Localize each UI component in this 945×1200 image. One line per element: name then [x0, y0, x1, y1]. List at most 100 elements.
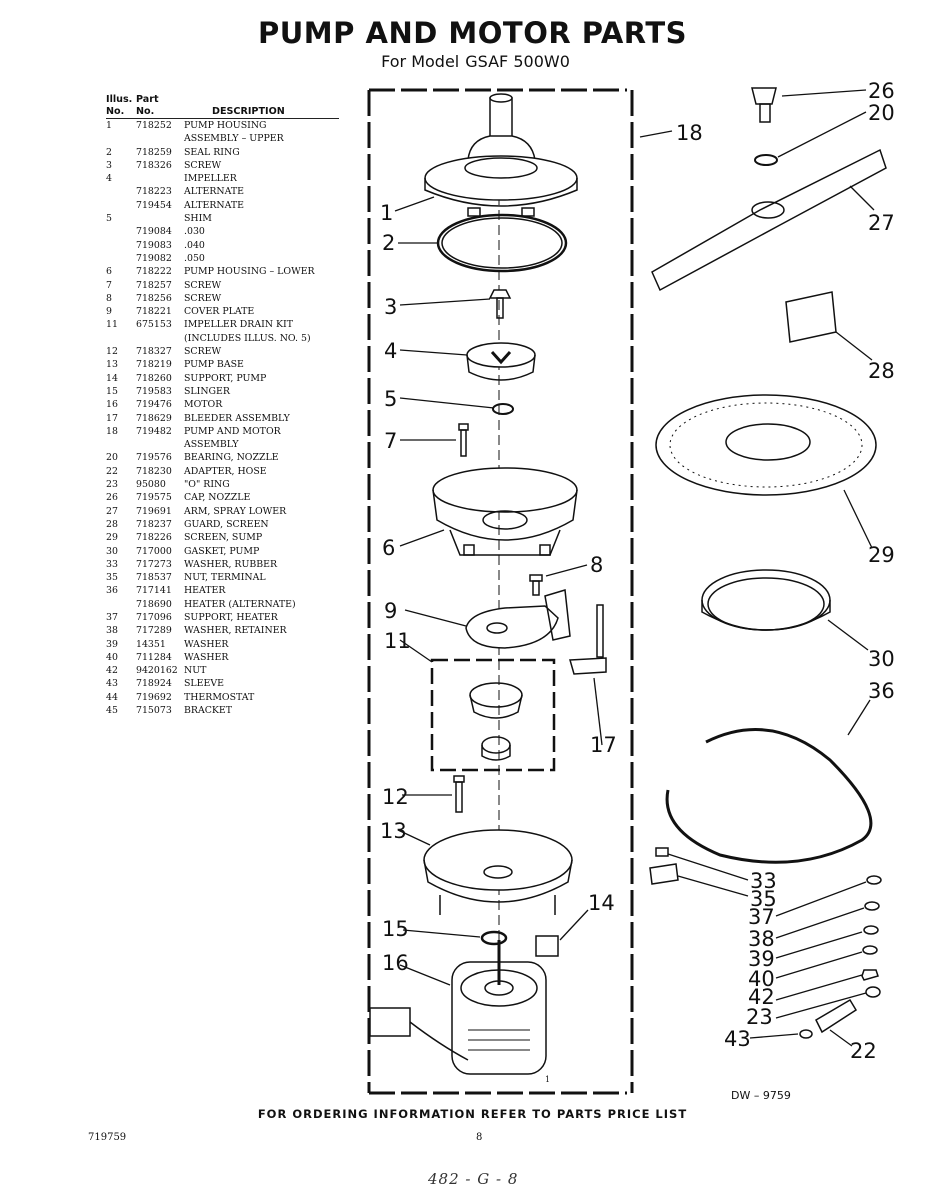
- callout-38: 38: [748, 927, 775, 951]
- part-number: 719576: [136, 452, 172, 464]
- col-description-header: DESCRIPTION: [184, 106, 339, 119]
- part-description: BRACKET: [184, 705, 232, 717]
- part-description: PUMP BASE: [184, 359, 244, 371]
- table-row: 718690 HEATER (ALTERNATE): [106, 598, 339, 611]
- part-description: SUPPORT, HEATER: [184, 611, 278, 623]
- part-description: GUARD, SCREEN: [184, 518, 269, 530]
- illus-number: 1: [106, 120, 112, 131]
- illus-number: 8: [106, 292, 112, 304]
- part-number: 718690: [136, 598, 172, 610]
- part-description: ASSEMBLY: [184, 439, 239, 451]
- part-number: 719583: [136, 385, 172, 397]
- part-number: 718629: [136, 412, 172, 424]
- pump-base-drawing: [423, 829, 573, 915]
- illus-number: 18: [106, 425, 118, 437]
- part-description: ALTERNATE: [184, 186, 244, 198]
- part-number: 718326: [136, 159, 172, 171]
- col-illus-top: Illus.: [106, 94, 133, 105]
- callout-8: 8: [590, 553, 603, 577]
- heater-drawing: [665, 728, 873, 864]
- part-number: 715073: [136, 705, 172, 717]
- page-title: PUMP AND MOTOR PARTS: [258, 16, 687, 50]
- part-description: SCREW: [184, 292, 222, 304]
- part-description: GASKET, PUMP: [184, 545, 260, 557]
- part-description: IMPELLER DRAIN KIT: [184, 319, 293, 331]
- sump-screen-drawing: [655, 394, 877, 496]
- callout-26: 26: [868, 79, 895, 103]
- callout-43: 43: [724, 1027, 751, 1051]
- illus-number: 9: [106, 306, 112, 318]
- part-number: 717273: [136, 558, 172, 570]
- callout-3: 3: [384, 295, 397, 319]
- model-number: GSAF 500W0: [465, 52, 570, 71]
- pump-housing-upper-drawing: [424, 93, 578, 217]
- nozzle-cap-drawing: [751, 87, 777, 123]
- callout-4: 4: [384, 339, 397, 363]
- part-number: 719476: [136, 399, 172, 411]
- handwritten-note: 482 - G - 8: [428, 1170, 519, 1188]
- part-description: PUMP HOUSING: [184, 120, 267, 131]
- screw-12-drawing: [453, 775, 465, 813]
- screw-7-drawing: [458, 423, 469, 457]
- col-part-bottom: No.: [136, 106, 184, 119]
- callout-7: 7: [384, 429, 397, 453]
- cover-plate-drawing: [465, 589, 571, 649]
- illus-number: 35: [106, 572, 118, 584]
- ordering-footer: FOR ORDERING INFORMATION REFER TO PARTS …: [257, 1107, 688, 1121]
- illus-number: 29: [106, 532, 118, 544]
- callout-17: 17: [590, 733, 617, 757]
- drain-kit-box: [430, 658, 556, 772]
- part-number: 717096: [136, 611, 172, 623]
- model-subtitle: For Model GSAF 500W0: [0, 52, 945, 71]
- callout-11: 11: [384, 629, 411, 653]
- part-description: SCREEN, SUMP: [184, 532, 263, 544]
- part-description: SHIM: [184, 213, 212, 225]
- illus-number: 23: [106, 479, 118, 491]
- part-number: 95080: [136, 479, 166, 491]
- part-description: .040: [184, 239, 205, 251]
- callout-35: 35: [750, 887, 777, 911]
- illus-number: 15: [106, 385, 118, 397]
- pump-housing-lower-drawing: [432, 467, 578, 556]
- part-description: HEATER (ALTERNATE): [184, 598, 296, 610]
- part-number: 9420162: [136, 665, 178, 677]
- callout-39: 39: [748, 947, 775, 971]
- illus-number: 26: [106, 492, 118, 504]
- drain-kit-impeller-drawing: [469, 682, 523, 761]
- illus-number: 13: [106, 359, 118, 371]
- callout-6: 6: [382, 536, 395, 560]
- illus-number: 33: [106, 558, 118, 570]
- part-number: 718259: [136, 146, 172, 158]
- table-row: (INCLUDES ILLUS. NO. 5): [106, 332, 339, 345]
- part-number: 718924: [136, 678, 172, 690]
- subtitle-prefix: For Model: [381, 52, 460, 71]
- hose-adapter-drawing: [799, 998, 858, 1039]
- part-description: PUMP HOUSING – LOWER: [184, 266, 315, 278]
- callout-20: 20: [868, 101, 895, 125]
- part-description: SCREW: [184, 346, 222, 358]
- part-description: PUMP AND MOTOR: [184, 425, 281, 437]
- nozzle-bearing-drawing: [754, 154, 778, 166]
- illus-number: 2: [106, 146, 112, 158]
- screw-8-drawing: [529, 574, 543, 596]
- illus-number: 39: [106, 638, 118, 650]
- screen-guard-drawing: [785, 291, 837, 343]
- part-description: BEARING, NOZZLE: [184, 452, 279, 464]
- part-description: ADAPTER, HOSE: [184, 465, 267, 477]
- table-row: 719084.030: [106, 225, 339, 238]
- callout-30: 30: [868, 647, 895, 671]
